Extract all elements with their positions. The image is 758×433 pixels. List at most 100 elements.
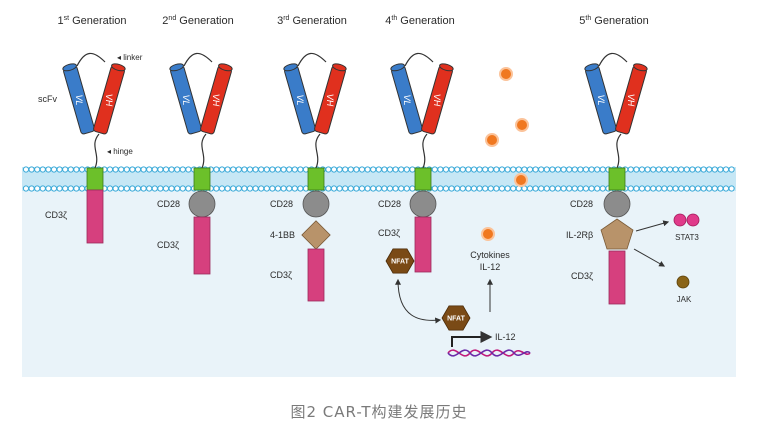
hinge-label: ◂ hinge — [107, 147, 133, 156]
vl-domain: VL — [283, 63, 316, 135]
lipid-head — [700, 185, 707, 192]
nfat-hexagon-cytoplasm — [385, 248, 415, 274]
cd28-label-gen-5: CD28 — [570, 199, 593, 209]
nfat-translocation-arrow — [395, 278, 442, 324]
cd3z-label-gen-2: CD3ζ — [157, 240, 179, 250]
lipid-head — [538, 166, 545, 173]
cytoplasm-panel — [22, 181, 736, 377]
lipid-head — [381, 185, 388, 192]
lipid-head — [644, 166, 651, 173]
scfv-gen-5 — [598, 52, 628, 169]
lipid-head — [554, 185, 562, 192]
generation-title-1: 1st Generation — [57, 15, 126, 27]
lipid-head — [683, 185, 690, 192]
lipid-head — [263, 166, 270, 173]
vh-domain: VH — [200, 63, 233, 135]
transmembrane-domain-2 — [193, 167, 211, 191]
lipid-head — [358, 166, 366, 173]
lipid-head — [728, 166, 735, 173]
lipid-head — [179, 185, 186, 192]
lipid-head — [370, 166, 377, 173]
linker-label: ◂ linker — [117, 53, 143, 62]
lipid-head — [398, 185, 405, 192]
hinge-curve — [616, 133, 622, 169]
linker-loop — [297, 52, 327, 67]
scfv-gen-4 — [404, 52, 434, 169]
lipid-head — [22, 166, 30, 173]
lipid-head — [347, 166, 354, 173]
lipid-head — [683, 166, 690, 173]
lipid-head — [291, 185, 298, 192]
lipid-head — [269, 166, 276, 173]
lipid-head — [140, 185, 147, 192]
lipid-head — [638, 166, 646, 173]
cd28-domain-gen-4 — [409, 190, 437, 218]
lipid-head — [269, 185, 276, 192]
cd28-label-gen-4: CD28 — [378, 199, 401, 209]
lipid-head — [386, 166, 394, 173]
transmembrane-domain-1 — [86, 167, 104, 191]
vl-domain-top — [584, 63, 599, 72]
nfat-hexagon-nucleus — [441, 305, 471, 331]
lipid-head — [448, 166, 455, 173]
lipid-head — [112, 166, 119, 173]
lipid-head — [594, 185, 601, 192]
hinge-curve — [94, 133, 100, 169]
lipid-head — [185, 185, 192, 192]
generation-ordinal: th — [391, 15, 397, 22]
lipid-head — [582, 185, 590, 192]
vh-domain-label: VH — [626, 94, 636, 107]
lipid-head — [493, 185, 500, 192]
generation-number: 5 — [579, 15, 585, 27]
lipid-head — [129, 185, 136, 192]
lipid-head — [213, 185, 220, 192]
vh-domain-label: VH — [211, 94, 221, 107]
scfv-gen-2 — [183, 52, 213, 169]
nfat-label-cytoplasm: NFAT — [391, 259, 409, 266]
lipid-head — [392, 185, 399, 192]
lipid-head — [174, 166, 181, 173]
cytokine-particle — [514, 173, 528, 187]
lipid-head — [532, 166, 539, 173]
generation-number: 1 — [57, 15, 63, 27]
lipid-head — [476, 166, 483, 173]
lipid-head — [722, 166, 730, 173]
lipid-head — [280, 166, 287, 173]
lipid-head — [28, 166, 35, 173]
lipid-head — [655, 185, 662, 192]
lipid-head — [364, 185, 371, 192]
lipid-head — [431, 185, 438, 192]
lipid-head — [325, 185, 332, 192]
lipid-head — [347, 185, 354, 192]
lipid-head — [358, 185, 366, 192]
lipid-head — [370, 185, 377, 192]
vh-domain-label: VH — [104, 94, 114, 107]
lipid-head — [510, 166, 517, 173]
cd28-label-gen-2: CD28 — [157, 199, 180, 209]
il2rb-domain-gen-5 — [600, 218, 634, 250]
vl-domain-top — [283, 63, 298, 72]
lipid-head — [274, 166, 282, 173]
lipid-head — [179, 166, 186, 173]
lipid-head — [588, 185, 595, 192]
lipid-head — [442, 166, 450, 173]
lipid-head — [67, 166, 74, 173]
lipid-head — [112, 185, 119, 192]
vh-domain-top — [633, 63, 648, 72]
cd28-domain-gen-3 — [302, 190, 330, 218]
vl-domain-label: VL — [74, 94, 84, 105]
lipid-head — [560, 185, 567, 192]
lipid-head — [297, 185, 304, 192]
vl-domain: VL — [169, 63, 202, 135]
lipid-head — [56, 185, 63, 192]
generation-title-2: 2nd Generation — [162, 15, 233, 27]
vh-domain-top — [332, 63, 347, 72]
lipid-head — [364, 166, 371, 173]
lipid-head — [118, 166, 125, 173]
promoter-arrow — [451, 331, 493, 347]
lipid-head — [118, 185, 125, 192]
scfv-gen-3 — [297, 52, 327, 169]
lipid-head — [728, 185, 735, 192]
vl-domain: VL — [390, 63, 423, 135]
lipid-head — [577, 185, 584, 192]
